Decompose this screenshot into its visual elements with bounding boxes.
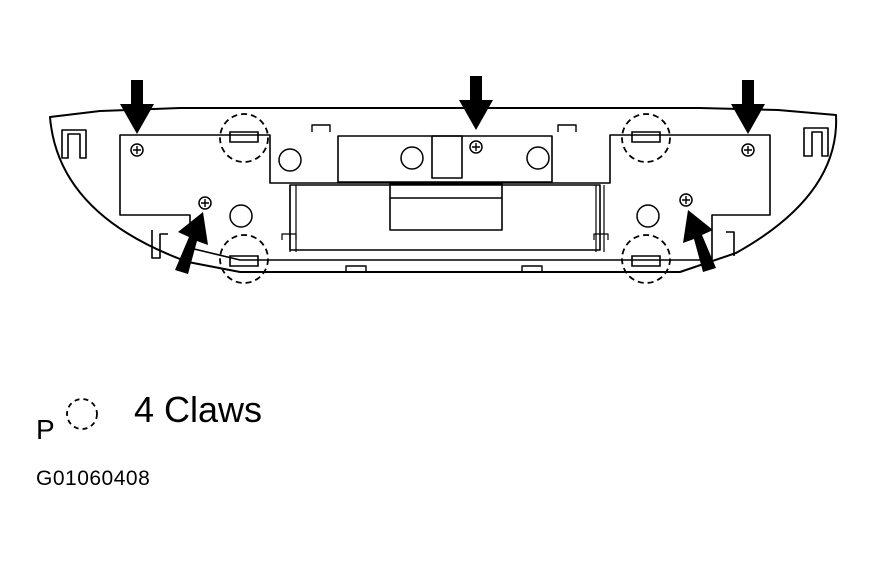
arrow-lower-right [683,210,716,272]
center-tab [431,135,463,179]
claw-circle-bottom-right [621,234,671,284]
arrow-top-right [731,80,765,134]
legend: P 4 Claws [36,389,356,445]
display-block [389,183,503,231]
arrow-lower-left [175,212,208,274]
outer-bezel [49,107,838,273]
claw-markers [219,113,671,284]
legend-label: 4 Claws [134,389,263,430]
screw-arrows [120,76,765,274]
center-housing [337,135,553,183]
arrow-top-center [459,76,493,130]
legend-prefix: P [36,414,55,445]
arrow-top-left [120,80,154,134]
figure-code: G01060408 [36,467,151,490]
claw-circle-bottom-left [219,234,269,284]
claw-circle-top-right [621,113,671,163]
dashed-circle-icon [66,398,98,430]
panel-diagram [49,76,838,284]
inner-panel [119,134,771,261]
lower-window [289,184,601,251]
claw-circle-top-left [219,113,269,163]
